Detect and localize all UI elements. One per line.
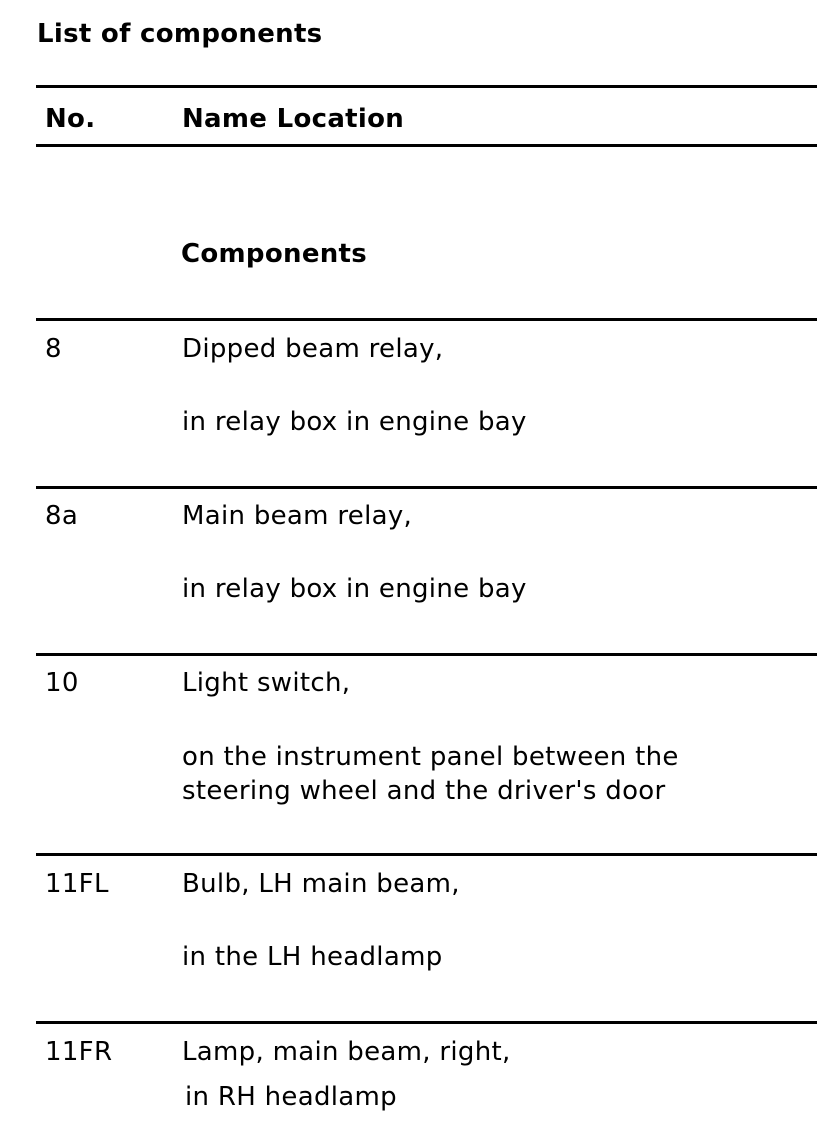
component-location: on the instrument panel between the stee… <box>182 740 679 808</box>
component-location: in relay box in engine bay <box>182 405 527 439</box>
row-divider <box>36 318 817 321</box>
header-bottom-rule <box>36 144 817 147</box>
row-divider <box>36 1021 817 1024</box>
component-name: Bulb, LH main beam, <box>182 869 460 899</box>
location-line: in the LH headlamp <box>182 942 443 972</box>
component-location: in RH headlamp <box>185 1080 397 1114</box>
row-divider <box>36 853 817 856</box>
component-name: Main beam relay, <box>182 501 413 531</box>
component-number: 10 <box>45 668 79 698</box>
location-line: on the instrument panel between the <box>182 742 679 772</box>
component-number: 11FL <box>45 869 109 899</box>
header-top-rule <box>36 85 817 88</box>
column-header-name-location: Name Location <box>182 104 405 134</box>
location-line: steering wheel and the driver's door <box>182 776 666 806</box>
column-header-no: No. <box>45 104 96 134</box>
component-location: in relay box in engine bay <box>182 572 527 606</box>
document-title: List of components <box>37 19 323 49</box>
section-title: Components <box>181 239 368 269</box>
component-name: Light switch, <box>182 668 351 698</box>
location-line: in RH headlamp <box>185 1082 397 1112</box>
component-number: 8 <box>45 334 62 364</box>
location-line: in relay box in engine bay <box>182 407 527 437</box>
component-name: Dipped beam relay, <box>182 334 444 364</box>
component-name: Lamp, main beam, right, <box>182 1037 511 1067</box>
location-line: in relay box in engine bay <box>182 574 527 604</box>
row-divider <box>36 653 817 656</box>
component-number: 11FR <box>45 1037 113 1067</box>
component-number: 8a <box>45 501 79 531</box>
component-location: in the LH headlamp <box>182 940 443 974</box>
row-divider <box>36 486 817 489</box>
